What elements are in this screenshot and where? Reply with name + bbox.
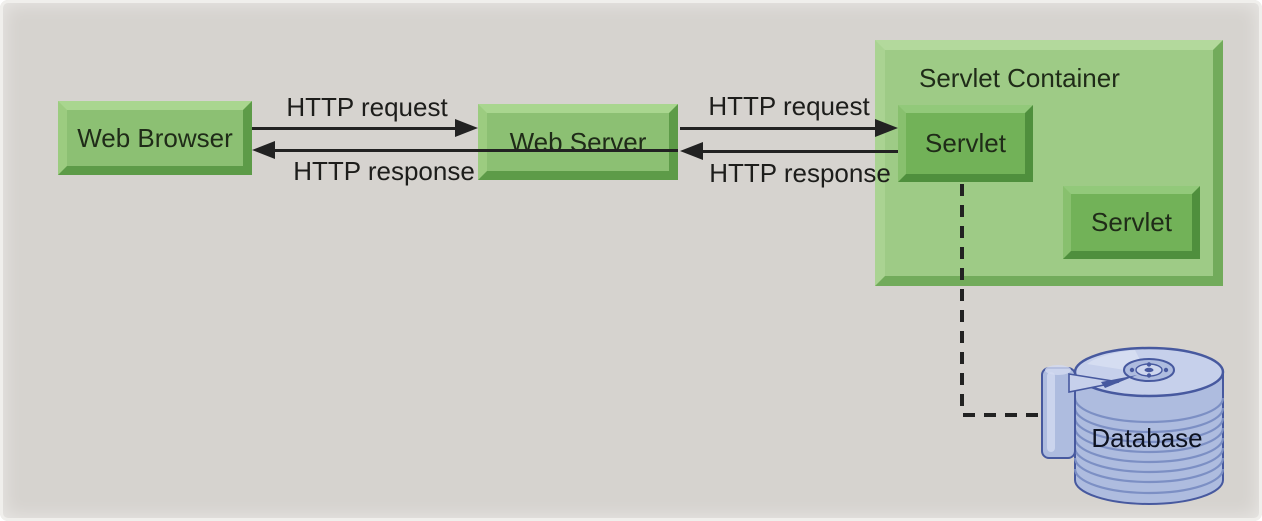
database-label: Database — [1091, 423, 1203, 453]
dashed-connector-vertical — [960, 184, 964, 415]
servlet-container-node: Servlet Container Servlet Servlet — [875, 40, 1223, 286]
arrowhead-left-icon — [680, 142, 703, 160]
web-server-label: Web Server — [509, 126, 647, 157]
servlet-node-left: Servlet — [898, 105, 1033, 182]
http-request-label-2: HTTP request — [708, 91, 870, 121]
servlet-container-title: Servlet Container — [919, 63, 1120, 93]
web-server-node: Web Server — [478, 104, 678, 180]
http-request-label-1: HTTP request — [286, 92, 448, 122]
servlet-node-right: Servlet — [1063, 186, 1200, 259]
arrow-line — [680, 127, 876, 130]
web-browser-label: Web Browser — [77, 122, 233, 153]
arrow-line — [703, 150, 898, 153]
http-response-label-1: HTTP response — [293, 156, 475, 186]
arrow-line — [252, 127, 456, 130]
web-browser-node: Web Browser — [58, 101, 252, 175]
database-icon — [1041, 346, 1225, 505]
arrowhead-right-icon — [455, 119, 478, 137]
servlet-left-label: Servlet — [925, 128, 1006, 158]
servlet-right-label: Servlet — [1091, 207, 1172, 237]
arrowhead-right-icon — [875, 119, 898, 137]
arrowhead-left-icon — [252, 141, 275, 159]
dashed-connector-horizontal — [963, 413, 1043, 417]
arrow-line — [275, 149, 678, 152]
http-response-label-2: HTTP response — [709, 158, 891, 188]
